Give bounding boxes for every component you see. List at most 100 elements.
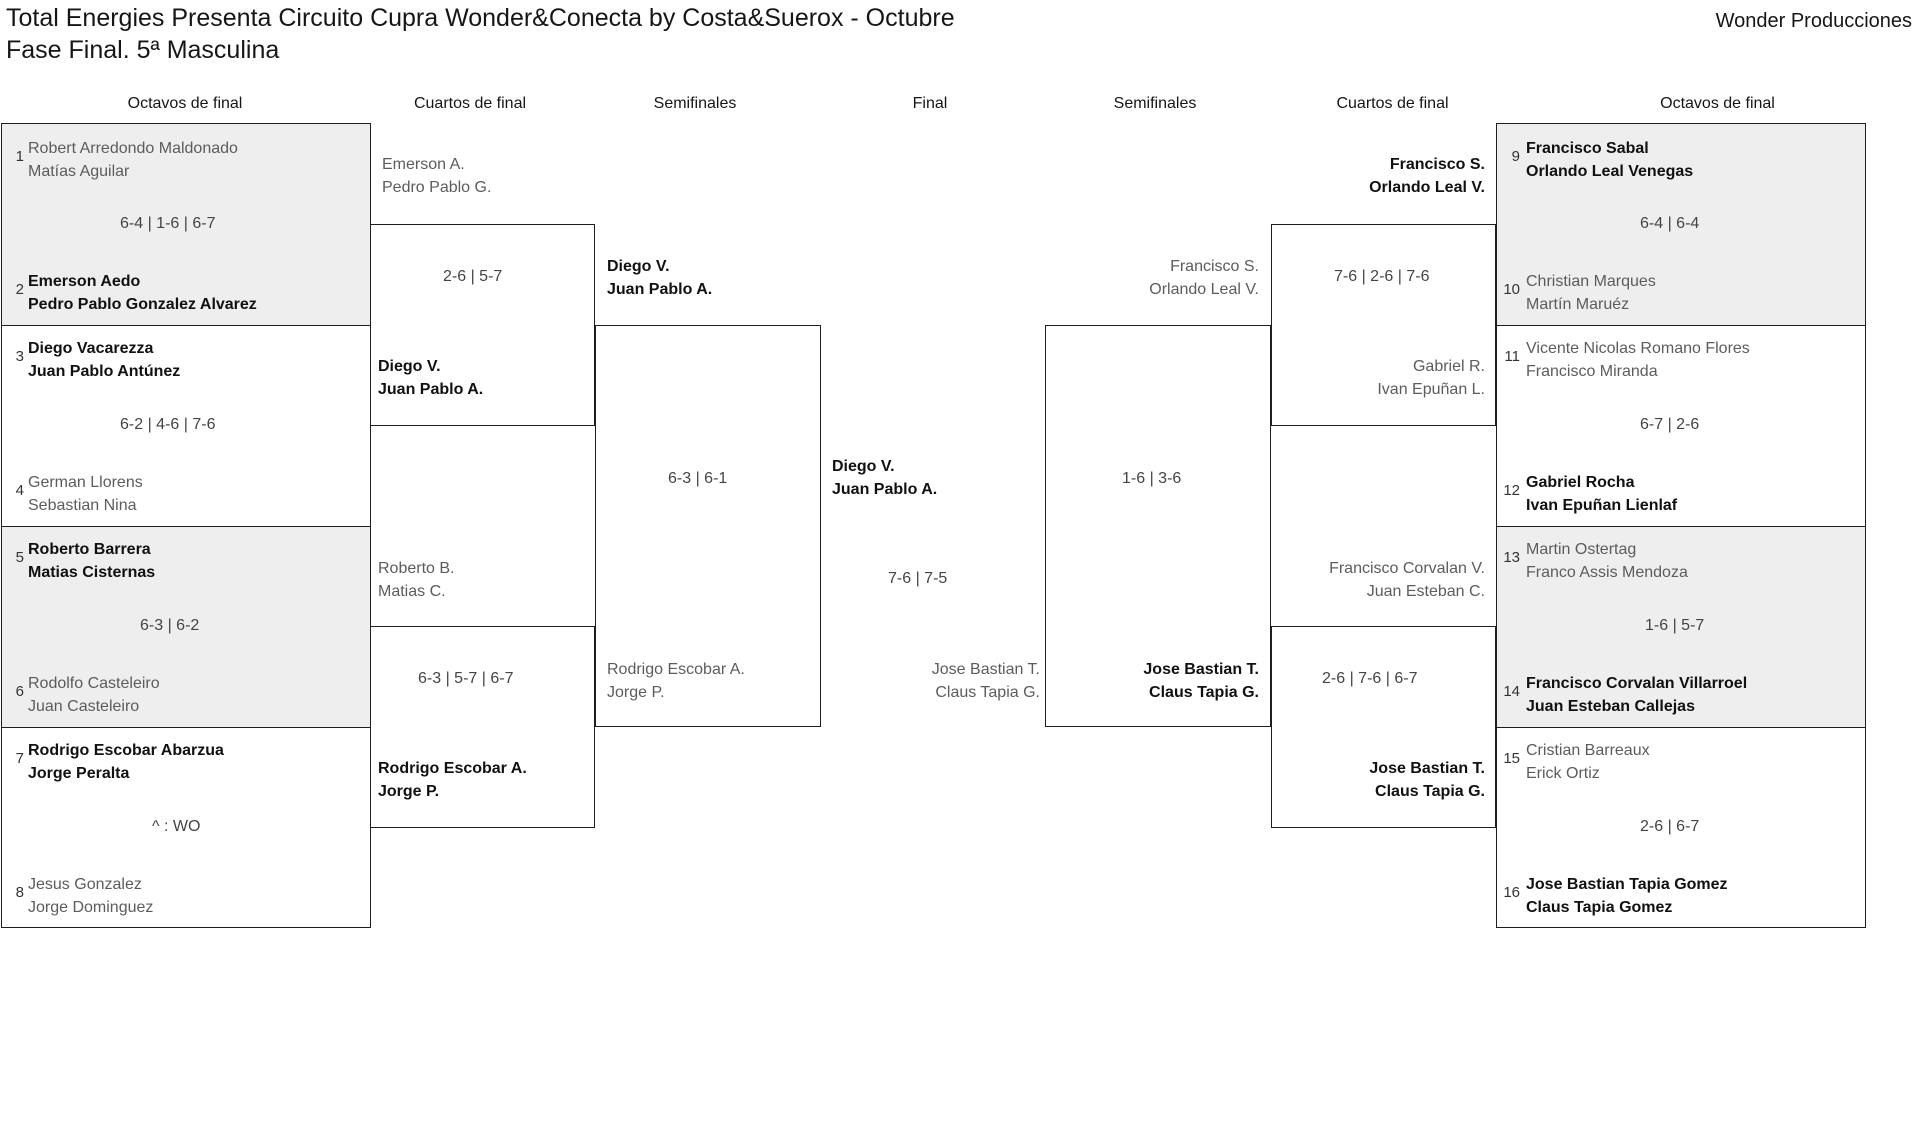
player-name: Diego V. [832,458,895,475]
left-r16-team-6[interactable]: Rodolfo Casteleiro Juan Casteleiro [28,672,160,718]
player-name: Emerson Aedo [28,273,141,290]
right-r16-team-12[interactable]: Gabriel Rocha Ivan Epuñan Lienlaf [1526,471,1677,517]
right-qf-team-3[interactable]: Francisco Corvalan V. Juan Esteban C. [1251,557,1485,603]
round-label-right-qf: Cuartos de final [1336,95,1449,112]
player-name: Francisco Miranda [1526,363,1658,380]
player-name: Erick Ortiz [1526,765,1600,782]
player-name: Claus Tapia Gomez [1526,899,1673,916]
right-r16-team-11[interactable]: Vicente Nicolas Romano Flores Francisco … [1526,337,1750,383]
right-r16-seed-15: 15 [1503,750,1520,767]
left-r16-team-8[interactable]: Jesus Gonzalez Jorge Dominguez [28,873,153,919]
player-name: Rodrigo Escobar Abarzua [28,742,224,759]
right-qf-score-1: 7-6 | 2-6 | 7-6 [1334,268,1430,285]
right-r16-team-9[interactable]: Francisco Sabal Orlando Leal Venegas [1526,137,1693,183]
left-r16-seed-4: 4 [15,482,24,499]
player-name: Jose Bastian Tapia Gomez [1526,876,1728,893]
player-name: Juan Pablo A. [607,281,713,298]
left-qf-team-4[interactable]: Rodrigo Escobar A. Jorge P. [378,757,527,803]
left-r16-divider-3 [1,727,371,728]
right-r16-seed-10: 10 [1503,281,1520,298]
right-sf-team-2[interactable]: Jose Bastian T. Claus Tapia G. [1045,658,1259,704]
player-name: Diego V. [378,358,441,375]
left-r16-seed-7: 7 [15,750,24,767]
left-r16-team-3[interactable]: Diego Vacarezza Juan Pablo Antúnez [28,337,180,383]
final-score: 7-6 | 7-5 [888,570,948,587]
player-name: Francisco Corvalan V. [1329,560,1485,577]
player-name: Claus Tapia G. [1375,783,1485,800]
right-r16-frame [1496,123,1866,928]
player-name: Matías Aguilar [28,163,130,180]
right-r16-divider-3 [1496,727,1866,728]
left-r16-frame [1,123,371,928]
right-r16-team-13[interactable]: Martin Ostertag Franco Assis Mendoza [1526,538,1688,584]
player-name: Jorge P. [378,783,440,800]
left-qf-connector-top [370,224,595,426]
player-name: Ivan Epuñan Lienlaf [1526,497,1678,514]
left-r16-seed-8: 8 [15,884,24,901]
left-qf-score-2: 6-3 | 5-7 | 6-7 [418,670,514,687]
right-sf-team-1[interactable]: Francisco S. Orlando Leal V. [1045,255,1259,301]
player-name: Christian Marques [1526,273,1656,290]
page-title-line-2: Fase Final. 5ª Masculina [6,36,280,64]
left-qf-team-1[interactable]: Emerson A. Pedro Pablo G. [382,153,491,199]
left-sf-connector [595,325,821,727]
right-qf-team-1[interactable]: Francisco S. Orlando Leal V. [1271,153,1485,199]
left-r16-seed-5: 5 [15,549,24,566]
left-r16-divider-2 [1,526,371,527]
player-name: Juan Casteleiro [28,698,140,715]
round-label-left-qf: Cuartos de final [413,95,527,112]
right-r16-seed-11: 11 [1504,348,1520,365]
left-r16-team-7[interactable]: Rodrigo Escobar Abarzua Jorge Peralta [28,739,224,785]
page-title: Total Energies Presenta Circuito Cupra W… [6,2,1206,66]
player-name: Jorge Peralta [28,765,130,782]
player-name: Sebastian Nina [28,497,137,514]
player-name: Juan Pablo A. [832,481,938,498]
right-sf-score-1: 1-6 | 3-6 [1122,470,1182,487]
left-r16-team-4[interactable]: German Llorens Sebastian Nina [28,471,143,517]
left-r16-score-4: ^ : WO [152,818,201,835]
left-qf-connector-bottom [370,626,595,828]
right-r16-seed-16: 16 [1503,884,1520,901]
right-r16-score-1: 6-4 | 6-4 [1640,215,1700,232]
right-r16-team-14[interactable]: Francisco Corvalan Villarroel Juan Esteb… [1526,672,1747,718]
left-r16-seed-2: 2 [15,281,24,298]
player-name: Jorge Dominguez [28,899,154,916]
final-team-right[interactable]: Jose Bastian T. Claus Tapia G. [800,658,1040,704]
right-r16-team-15[interactable]: Cristian Barreaux Erick Ortiz [1526,739,1650,785]
round-label-left-sf: Semifinales [653,95,737,112]
player-name: Robert Arredondo Maldonado [28,140,238,157]
final-team-left[interactable]: Diego V. Juan Pablo A. [832,455,937,501]
left-qf-team-3[interactable]: Roberto B. Matias C. [378,557,454,603]
right-r16-score-3: 1-6 | 5-7 [1645,617,1705,634]
left-qf-score-1: 2-6 | 5-7 [443,268,503,285]
left-r16-match-3-shade [2,526,370,727]
right-r16-team-16[interactable]: Jose Bastian Tapia Gomez Claus Tapia Gom… [1526,873,1728,919]
player-name: Diego Vacarezza [28,340,154,357]
player-name: Pedro Pablo G. [382,179,492,196]
player-name: Orlando Leal Venegas [1526,163,1694,180]
left-r16-score-3: 6-3 | 6-2 [140,617,200,634]
right-qf-team-2[interactable]: Gabriel R. Ivan Epuñan L. [1271,355,1485,401]
player-name: Francisco Corvalan Villarroel [1526,675,1748,692]
left-r16-team-5[interactable]: Roberto Barrera Matias Cisternas [28,538,155,584]
right-r16-seed-12: 12 [1503,482,1520,499]
left-r16-team-1[interactable]: Robert Arredondo Maldonado Matías Aguila… [28,137,238,183]
right-r16-match-1-shade [1497,124,1865,325]
player-name: Gabriel R. [1412,358,1485,375]
right-qf-team-4[interactable]: Jose Bastian T. Claus Tapia G. [1271,757,1485,803]
right-r16-team-10[interactable]: Christian Marques Martín Maruéz [1526,270,1656,316]
player-name: Jose Bastian T. [1143,661,1259,678]
right-qf-connector-top [1271,224,1496,426]
left-r16-team-2[interactable]: Emerson Aedo Pedro Pablo Gonzalez Alvare… [28,270,257,316]
left-r16-score-1: 6-4 | 1-6 | 6-7 [120,215,216,232]
right-qf-connector-bottom [1271,626,1496,828]
player-name: Pedro Pablo Gonzalez Alvarez [28,296,257,313]
right-r16-match-3-shade [1497,526,1865,727]
right-r16-divider-2 [1496,526,1866,527]
left-sf-team-2[interactable]: Rodrigo Escobar A. Jorge P. [607,658,745,704]
left-qf-team-2[interactable]: Diego V. Juan Pablo A. [378,355,483,401]
player-name: Rodrigo Escobar A. [378,760,527,777]
left-sf-team-1[interactable]: Diego V. Juan Pablo A. [607,255,712,301]
right-r16-seed-9: 9 [1511,148,1520,165]
